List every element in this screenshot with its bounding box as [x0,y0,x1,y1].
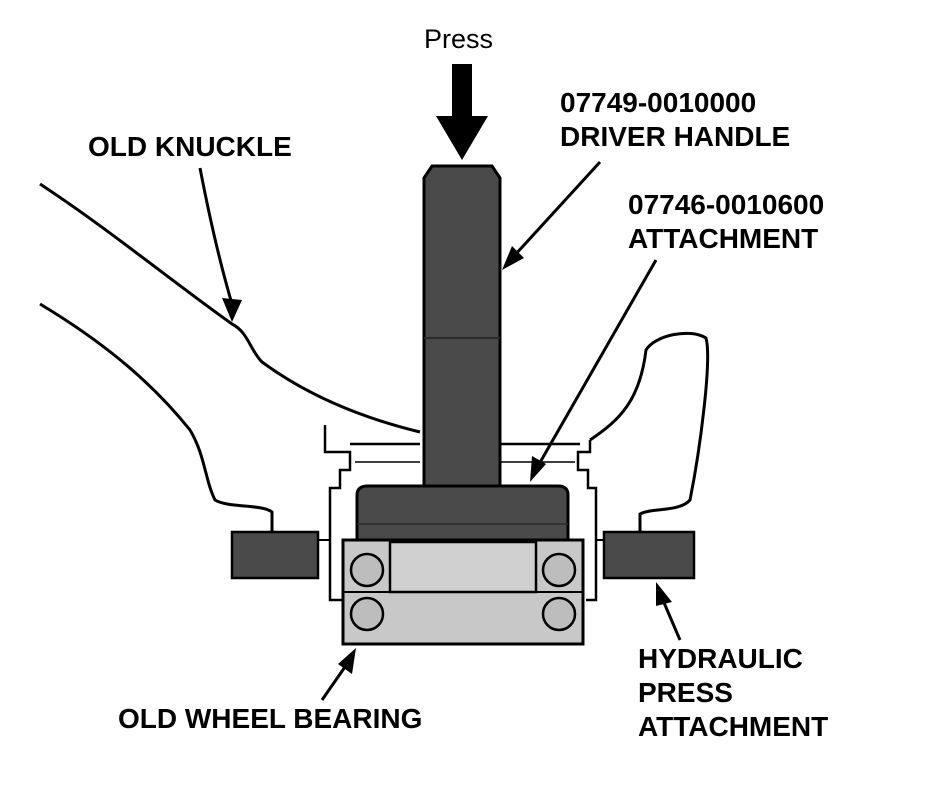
leader-driver-handle [512,160,602,258]
bearing-ball-bottom-left [349,596,385,632]
arrowhead-hydraulic-press [656,582,672,606]
arrowhead-old-wheel-bearing [338,648,356,674]
press-label: Press [424,24,494,54]
press-block-right [602,530,696,580]
driver-handle-name: DRIVER HANDLE [560,121,791,152]
driver-handle-part-number: 07749-0010000 [560,87,757,118]
leader-hydraulic-press [660,597,682,641]
label-driver-handle: 07749-0010000 DRIVER HANDLE [560,86,790,154]
knuckle-right-outline [589,331,710,532]
leader-attachment [536,259,658,467]
attachment-name: ATTACHMENT [628,223,819,254]
label-hydraulic-press-attachment: HYDRAULIC PRESS ATTACHMENT [638,642,828,744]
arrowhead-attachment [530,456,546,482]
hydraulic-line-1: HYDRAULIC [638,643,803,674]
leader-old-knuckle [198,167,234,305]
label-attachment: 07746-0010600 ATTACHMENT [628,188,824,256]
bearing-ball-top-left [349,552,385,588]
hydraulic-line-3: ATTACHMENT [638,711,829,742]
press-block-left [230,530,320,580]
press-block-left-side [318,539,331,600]
driver-handle-shaft [422,164,502,488]
attachment-disc [355,484,570,542]
bearing-ball-top-right [541,552,577,588]
hydraulic-line-2: PRESS [638,677,733,708]
bearing-inner-race [388,540,538,594]
attachment-part-number: 07746-0010600 [628,189,825,220]
label-old-wheel-bearing: OLD WHEEL BEARING [118,703,423,734]
arrowhead-old-knuckle [222,298,242,322]
bearing-ball-bottom-right [541,596,577,632]
leader-old-wheel-bearing [320,663,349,701]
knuckle-lower-outline [39,302,274,532]
knuckle-upper-outline [39,182,421,434]
press-block-right-side [595,539,604,600]
press-arrow [436,64,488,160]
arrowhead-driver-handle [502,246,524,270]
label-old-knuckle: OLD KNUCKLE [88,131,292,162]
